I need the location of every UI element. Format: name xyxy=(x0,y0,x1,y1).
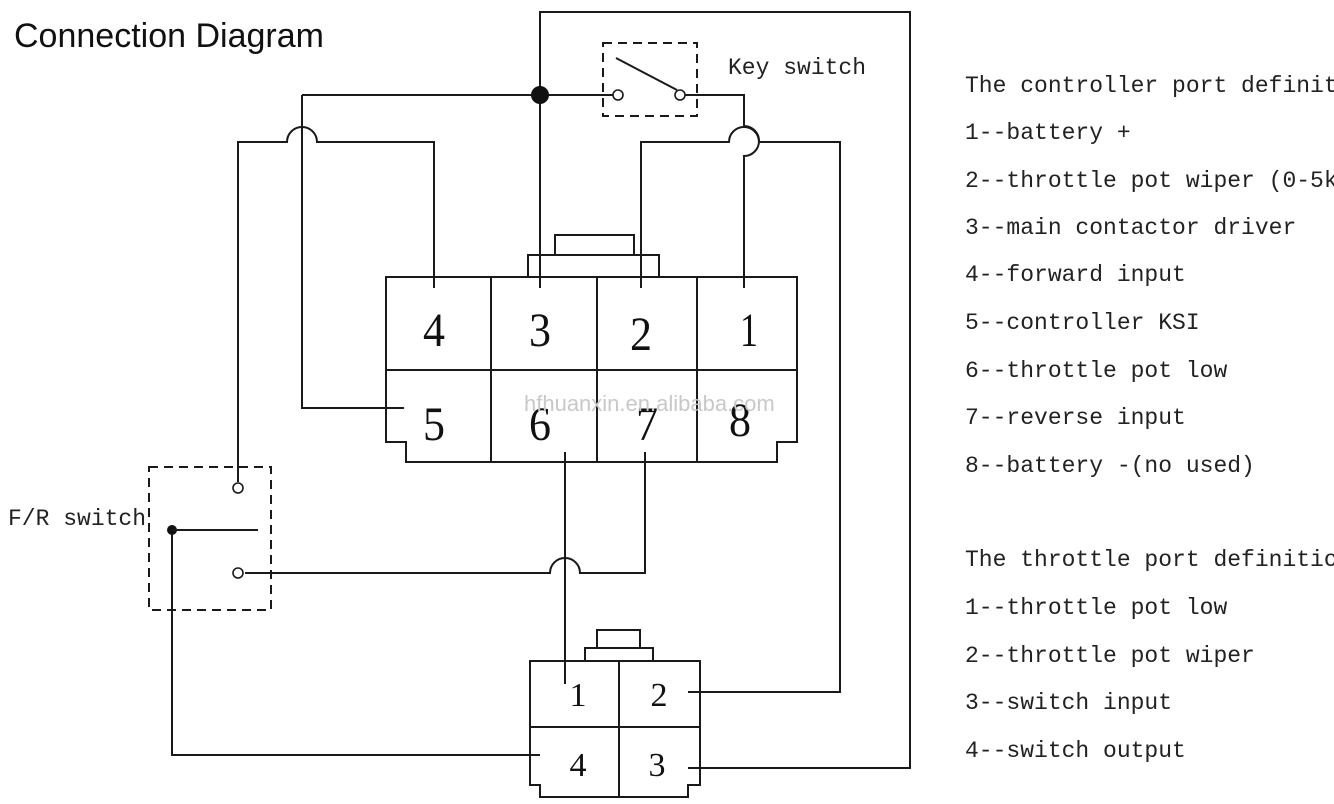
throttle-connector xyxy=(529,629,701,798)
throttle-def-4: 4--switch output xyxy=(965,738,1186,764)
throttle-pin-2: 2 xyxy=(651,677,668,714)
fr-switch-forward-terminal xyxy=(232,482,244,494)
throttle-pin-4: 4 xyxy=(570,747,587,784)
wire-pin2-wiper xyxy=(640,126,841,693)
controller-pin-8: 8 xyxy=(729,394,751,447)
key-switch-terminal-right xyxy=(674,89,686,101)
fr-switch-label: F/R switch xyxy=(8,506,146,532)
junction-dot xyxy=(531,86,549,104)
controller-pin-4: 4 xyxy=(423,304,445,357)
throttle-pin-3: 3 xyxy=(649,747,666,784)
throttle-def-2: 2--throttle pot wiper xyxy=(965,643,1255,669)
wire-pin5-ksi xyxy=(301,95,404,409)
throttle-def-3: 3--switch input xyxy=(965,690,1172,716)
controller-pin-1: 1 xyxy=(740,304,758,357)
controller-pin-2: 2 xyxy=(630,308,652,361)
wire-pin4-forward xyxy=(237,126,435,482)
key-switch xyxy=(602,42,698,117)
controller-pin-6: 6 xyxy=(529,398,551,451)
controller-port-definitions: The controller port definitions: 1--batt… xyxy=(965,73,1334,479)
controller-connector xyxy=(385,234,798,463)
watermark: hfhuanxin.en.alibaba.com xyxy=(524,391,775,416)
throttle-def-1: 1--throttle pot low xyxy=(965,595,1227,621)
wire-key-switch-to-pin1 xyxy=(680,94,760,288)
controller-def-6: 6--throttle pot low xyxy=(965,358,1227,384)
controller-defs-heading: The controller port definitions: xyxy=(965,73,1334,99)
fr-switch-reverse-terminal xyxy=(232,567,244,579)
wiring xyxy=(171,11,911,769)
controller-def-8: 8--battery -(no used) xyxy=(965,453,1255,479)
controller-def-3: 3--main contactor driver xyxy=(965,215,1296,241)
throttle-port-definitions: The throttle port definitions: 1--thrott… xyxy=(965,547,1334,764)
wire-pin7-reverse xyxy=(245,452,646,574)
controller-def-4: 4--forward input xyxy=(965,262,1186,288)
controller-def-7: 7--reverse input xyxy=(965,405,1186,431)
controller-pin-5: 5 xyxy=(423,398,445,451)
controller-pin-7: 7 xyxy=(636,398,658,451)
controller-def-5: 5--controller KSI xyxy=(965,310,1200,336)
throttle-defs-heading: The throttle port definitions: xyxy=(965,547,1334,573)
key-switch-terminal-left xyxy=(612,89,624,101)
fr-switch xyxy=(148,466,272,611)
throttle-pin-1: 1 xyxy=(570,677,587,714)
controller-def-2: 2--throttle pot wiper (0-5k) xyxy=(965,168,1334,194)
diagram-title: Connection Diagram xyxy=(14,17,324,55)
controller-def-1: 1--battery + xyxy=(965,120,1131,146)
controller-pin-3: 3 xyxy=(529,304,551,357)
wire-fr-common-to-throttle-4 xyxy=(171,530,540,756)
key-switch-label: Key switch xyxy=(728,55,866,81)
